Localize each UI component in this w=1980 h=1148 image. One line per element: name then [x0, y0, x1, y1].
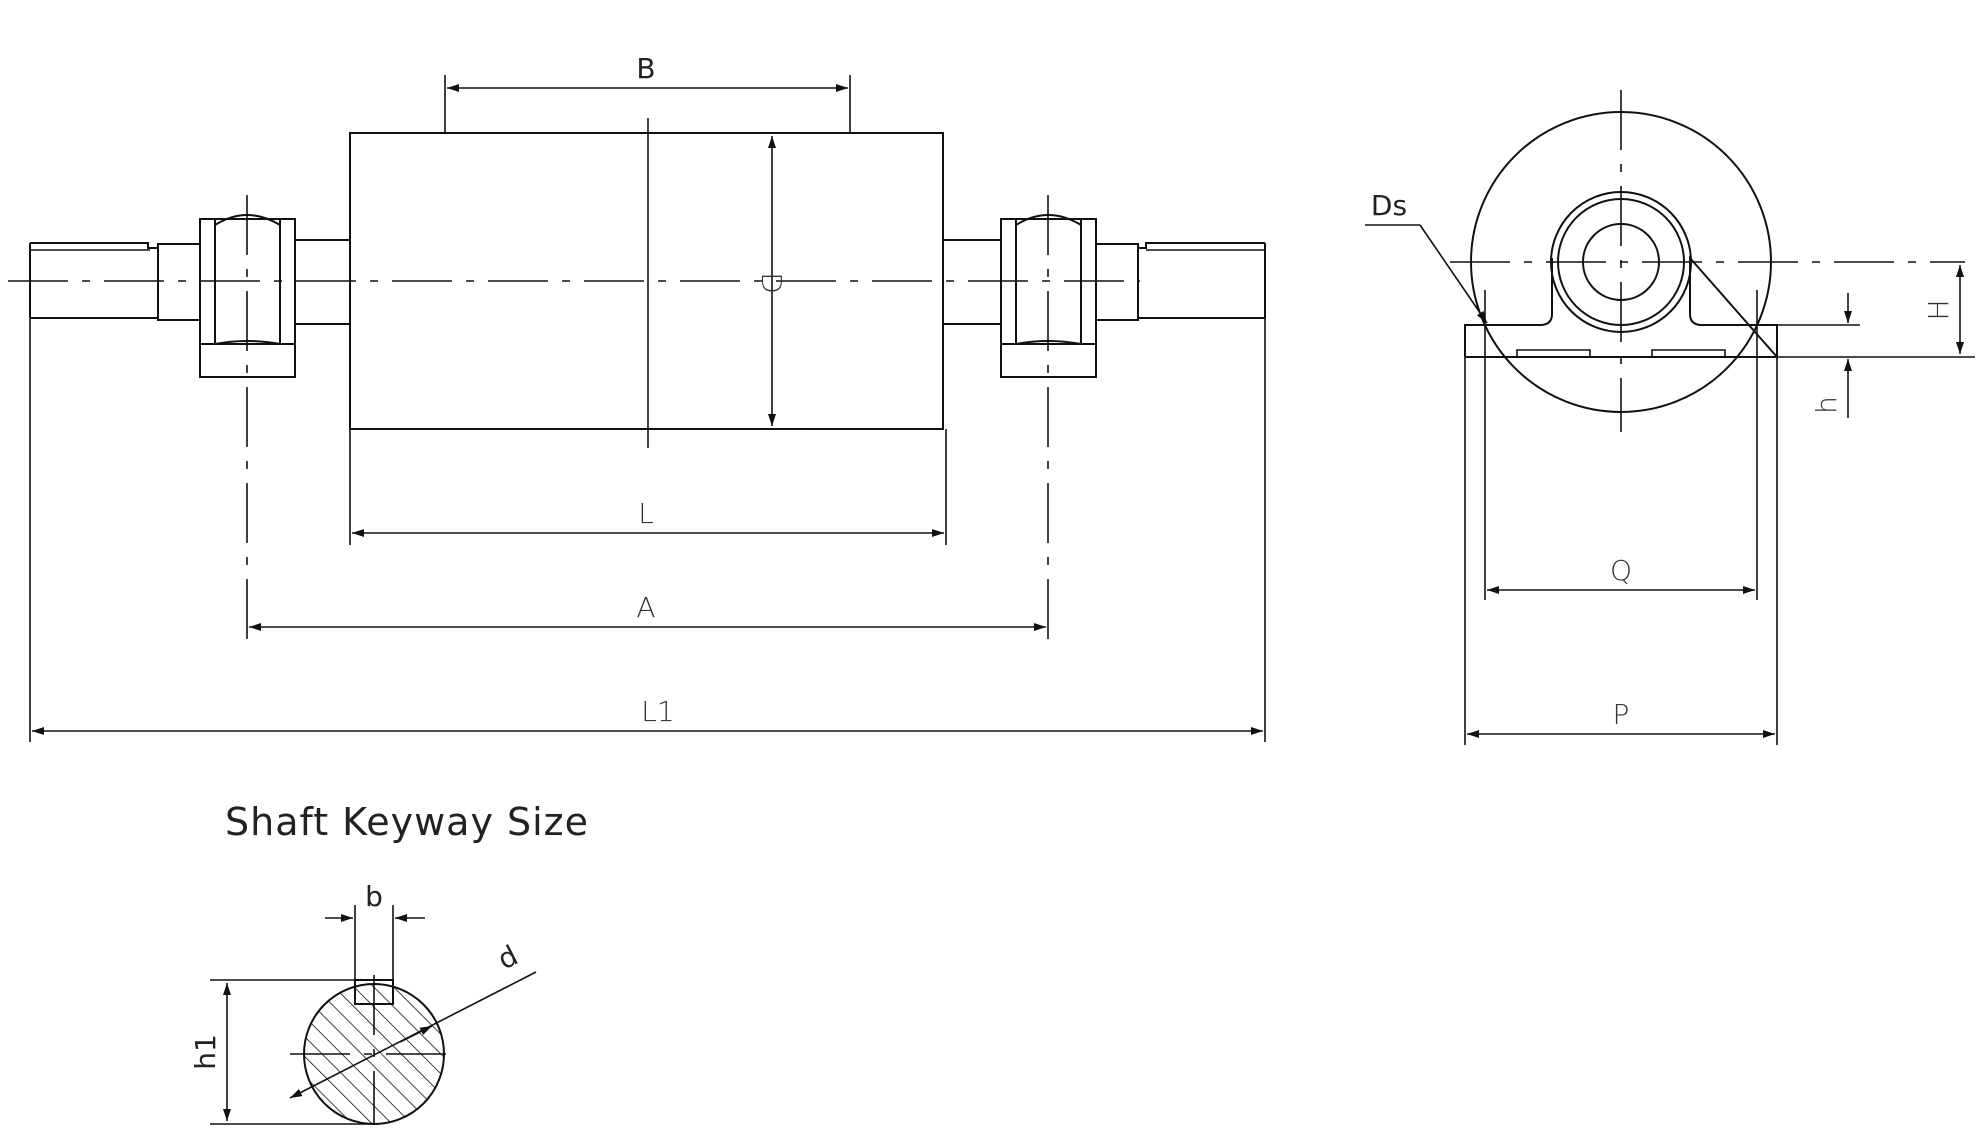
dimension-a-label: A — [636, 591, 655, 624]
side-view: Ds H h Q P — [1365, 90, 1975, 745]
dimension-small-h-label: h — [1810, 396, 1843, 414]
front-view: B D L A L1 — [8, 52, 1266, 742]
shaft-keyway-section: Shaft Keyway Size b d h1 — [189, 800, 589, 1125]
dimension-q-label: Q — [1610, 554, 1632, 587]
keyway-title: Shaft Keyway Size — [225, 800, 589, 844]
dimension-b-label: B — [636, 52, 655, 85]
dimension-h-label: H — [1922, 299, 1955, 320]
dimension-p-label: P — [1613, 698, 1630, 731]
dimension-b-keyway-label: b — [365, 880, 383, 913]
dimension-h1-label: h1 — [189, 1034, 222, 1070]
dimension-d-keyway-label: d — [492, 939, 523, 976]
right-shaft — [942, 239, 1266, 325]
dimension-ds-label: Ds — [1371, 189, 1407, 222]
pillow-block-base — [1464, 255, 1778, 360]
dimension-ds-leader — [1419, 224, 1488, 324]
dimension-d-label: D — [755, 272, 788, 294]
left-shaft — [29, 239, 351, 325]
dimension-l-label: L — [638, 497, 654, 530]
dimension-l1-label: L1 — [641, 695, 674, 728]
